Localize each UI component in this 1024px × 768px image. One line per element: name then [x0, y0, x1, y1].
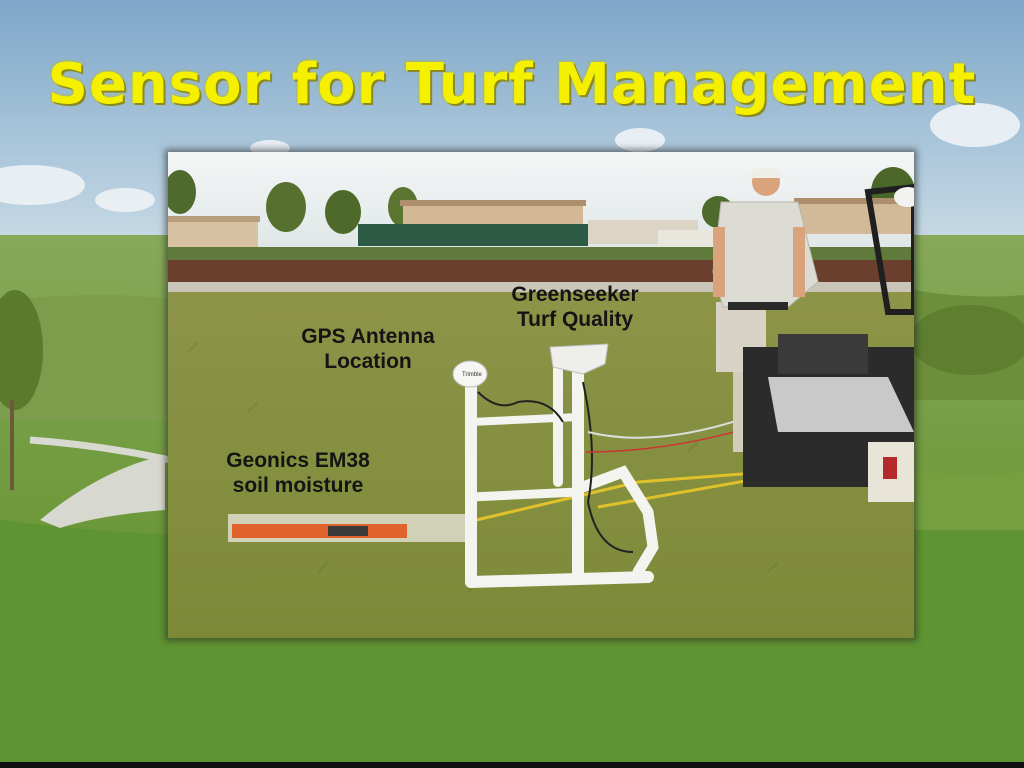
geonics-em38-sensor	[228, 514, 468, 542]
gps-antenna-marking: Trimble	[462, 372, 482, 378]
grandstand-buildings	[168, 198, 914, 258]
greenseeker-sensor-head	[549, 343, 609, 375]
label-geonics-em38: Geonics EM38 soil moisture	[226, 449, 370, 497]
label-gps-antenna: GPS Antenna Location	[301, 325, 435, 373]
gps-antenna-dome	[452, 360, 488, 388]
person-operator	[712, 167, 819, 452]
trees-left	[0, 290, 43, 490]
sensor-photo-scene: Trimble	[168, 152, 914, 638]
sensor-photo: Trimble Gree	[168, 152, 914, 638]
slide-title: Sensor for Turf Management	[47, 52, 977, 117]
label-greenseeker: Greenseeker Turf Quality	[511, 283, 639, 331]
golf-cart	[743, 183, 914, 502]
